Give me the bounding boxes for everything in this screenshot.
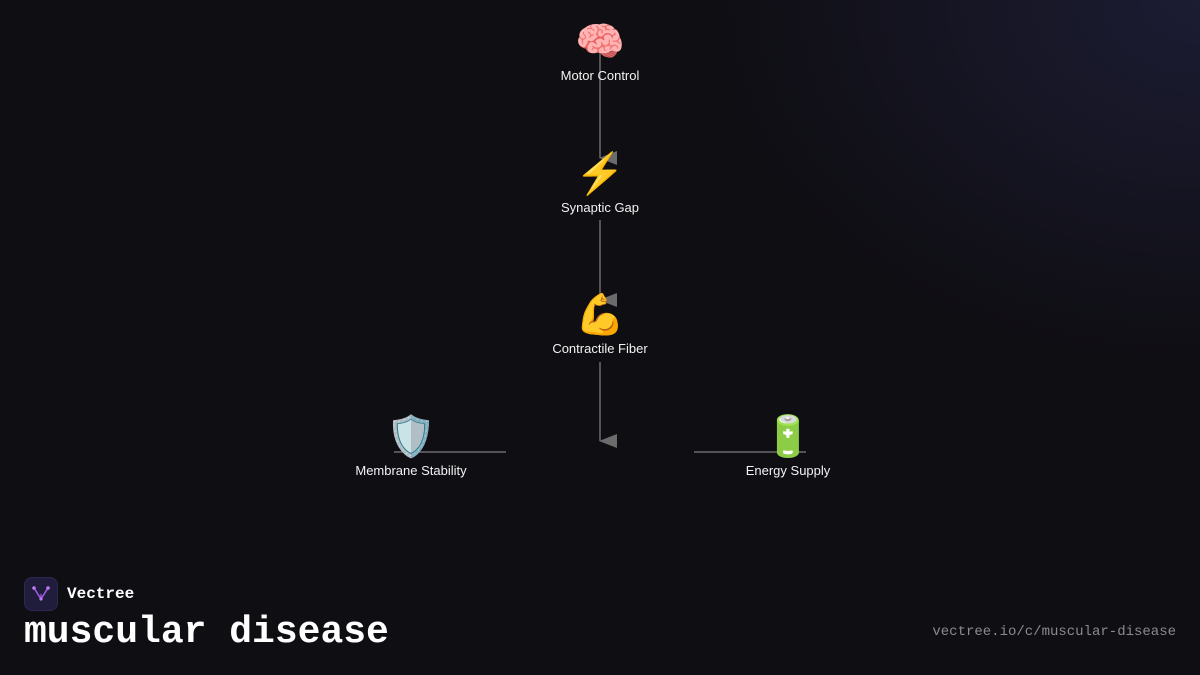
brain-icon: 🧠 [575,20,625,64]
node-membrane-stability[interactable]: 🛡️ Membrane Stability [355,413,466,478]
page-url-link[interactable]: vectree.io/c/muscular-disease [932,624,1176,640]
brand[interactable]: Vectree [24,577,134,611]
node-synaptic-gap[interactable]: ⚡ Synaptic Gap [561,150,639,215]
lightning-icon: ⚡ [575,152,625,196]
node-label: Contractile Fiber [552,341,648,356]
shield-icon: 🛡️ [386,415,436,459]
node-label: Membrane Stability [355,463,467,478]
node-label: Motor Control [560,68,640,83]
vectree-logo-icon [24,577,58,611]
battery-icon: 🔋 [763,415,813,459]
node-energy-supply[interactable]: 🔋 Energy Supply [746,413,831,478]
page-title: muscular disease [24,611,389,654]
node-contractile-fiber[interactable]: 💪 Contractile Fiber [552,291,647,356]
node-label: Energy Supply [745,463,831,478]
node-motor-control[interactable]: 🧠 Motor Control [561,18,640,83]
node-label: Synaptic Gap [560,200,640,215]
brand-name: Vectree [67,585,135,603]
flexed-bicep-icon: 💪 [575,293,625,337]
